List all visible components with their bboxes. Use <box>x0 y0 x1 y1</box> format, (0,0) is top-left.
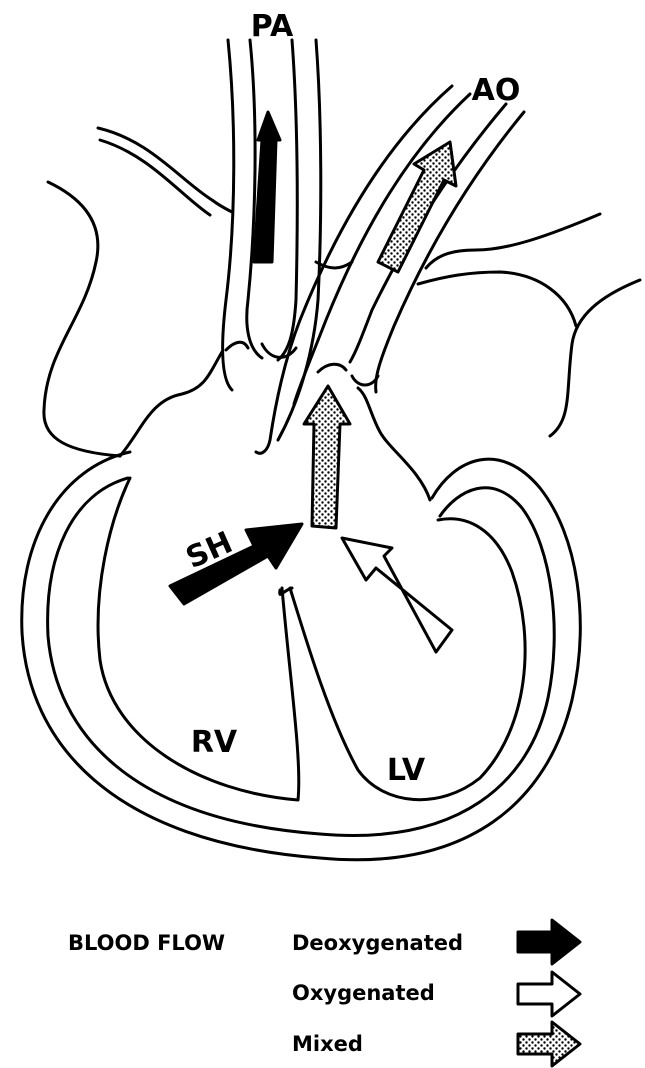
vena-cava-upper <box>98 128 232 212</box>
mixed-up-arrow <box>304 386 350 528</box>
legend-deoxygenated-arrow-icon <box>518 920 580 964</box>
legend-deoxygenated-label: Deoxygenated <box>292 931 463 955</box>
vena-cava-lower <box>100 140 210 215</box>
pa-label: PA <box>251 9 294 44</box>
ao-label: AO <box>472 73 521 108</box>
right-atrium-wall-outer <box>44 182 120 456</box>
pulmonary-valve-left <box>226 342 248 350</box>
left-atrium-wall-outer <box>426 214 600 268</box>
aortic-valve-right <box>352 376 378 385</box>
ao-mixed-arrow <box>378 142 456 272</box>
left-atrium-wall-lower <box>418 272 576 326</box>
legend-mixed-arrow-icon <box>518 1022 580 1066</box>
legend: BLOOD FLOW Deoxygenated Oxygenated Mixed <box>68 920 580 1066</box>
pulmonary-artery-right-wall-inner <box>278 40 297 360</box>
aorta-left-wall-outer <box>256 86 452 453</box>
rv-label: RV <box>191 725 238 760</box>
heart-inner-wall <box>48 478 555 835</box>
legend-mixed-label: Mixed <box>292 1032 363 1056</box>
lv-oxygenated-arrow <box>342 538 452 652</box>
left-atrium-wall-inner <box>358 388 430 500</box>
legend-title: BLOOD FLOW <box>68 931 225 955</box>
lv-label: LV <box>387 753 426 788</box>
pulmonary-artery-right-wall-outer <box>278 40 321 440</box>
legend-oxygenated-label: Oxygenated <box>292 981 435 1005</box>
pulmonary-artery-left-wall-outer <box>223 40 234 390</box>
legend-oxygenated-arrow-icon <box>518 972 580 1016</box>
aortic-valve-left <box>318 364 346 372</box>
pa-deoxygenated-arrow <box>254 112 280 262</box>
heart-outer-wall <box>22 452 580 860</box>
aorta-right-wall-inner <box>350 104 506 362</box>
right-atrium-wall-inner <box>120 352 222 456</box>
